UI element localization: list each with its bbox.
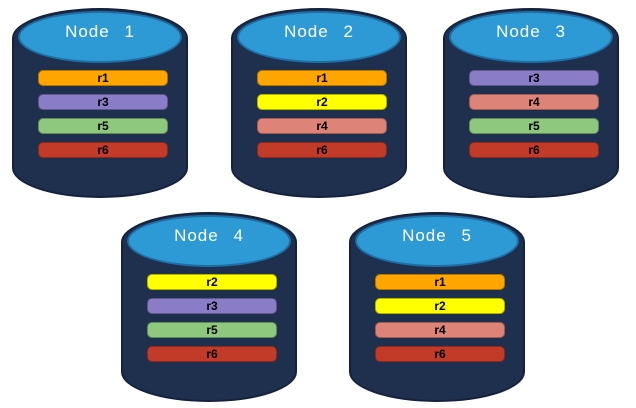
replica-bar-r6: r6: [469, 142, 599, 158]
replica-bar-r1: r1: [257, 70, 387, 86]
replica-bar-list: r1 r3 r5 r6: [38, 70, 168, 158]
cylinder-top-ellipse: [355, 215, 519, 267]
node-4-cylinder: Node 4 r2 r3 r5 r6: [121, 212, 297, 402]
replica-bar-r4: r4: [257, 118, 387, 134]
cylinder-top-ellipse: [449, 11, 613, 63]
node-title: Node 1: [65, 22, 135, 41]
node-title: Node 3: [496, 22, 566, 41]
replica-bar-r1: r1: [38, 70, 168, 86]
replica-bar-list: r1 r2 r4 r6: [257, 70, 387, 158]
replica-bar-r4: r4: [469, 94, 599, 110]
replica-bar-r5: r5: [147, 322, 277, 338]
node-title: Node 2: [284, 22, 354, 41]
replica-bar-r2: r2: [375, 298, 505, 314]
node-5-cylinder: Node 5 r1 r2 r4 r6: [349, 212, 525, 402]
node-2-cylinder: Node 2 r1 r2 r4 r6: [231, 8, 407, 198]
node-title: Node 5: [402, 226, 472, 245]
cylinder-top-ellipse: [127, 215, 291, 267]
replica-bar-r6: r6: [147, 346, 277, 362]
replica-bar-r1: r1: [375, 274, 505, 290]
replica-bar-list: r3 r4 r5 r6: [469, 70, 599, 158]
replica-bar-r6: r6: [38, 142, 168, 158]
replica-bar-r2: r2: [257, 94, 387, 110]
replica-bar-r6: r6: [257, 142, 387, 158]
replica-bar-r5: r5: [38, 118, 168, 134]
replica-bar-list: r2 r3 r5 r6: [147, 274, 277, 362]
cylinder-top-ellipse: [18, 11, 182, 63]
replica-bar-r6: r6: [375, 346, 505, 362]
node-3-cylinder: Node 3 r3 r4 r5 r6: [443, 8, 619, 198]
replica-bar-r2: r2: [147, 274, 277, 290]
replica-bar-r3: r3: [147, 298, 277, 314]
replica-bar-r3: r3: [469, 70, 599, 86]
node-1-cylinder: Node 1 r1 r3 r5 r6: [12, 8, 188, 198]
node-title: Node 4: [174, 226, 244, 245]
replica-bar-r5: r5: [469, 118, 599, 134]
cylinder-top-ellipse: [237, 11, 401, 63]
replica-bar-r4: r4: [375, 322, 505, 338]
replica-bar-list: r1 r2 r4 r6: [375, 274, 505, 362]
replica-bar-r3: r3: [38, 94, 168, 110]
